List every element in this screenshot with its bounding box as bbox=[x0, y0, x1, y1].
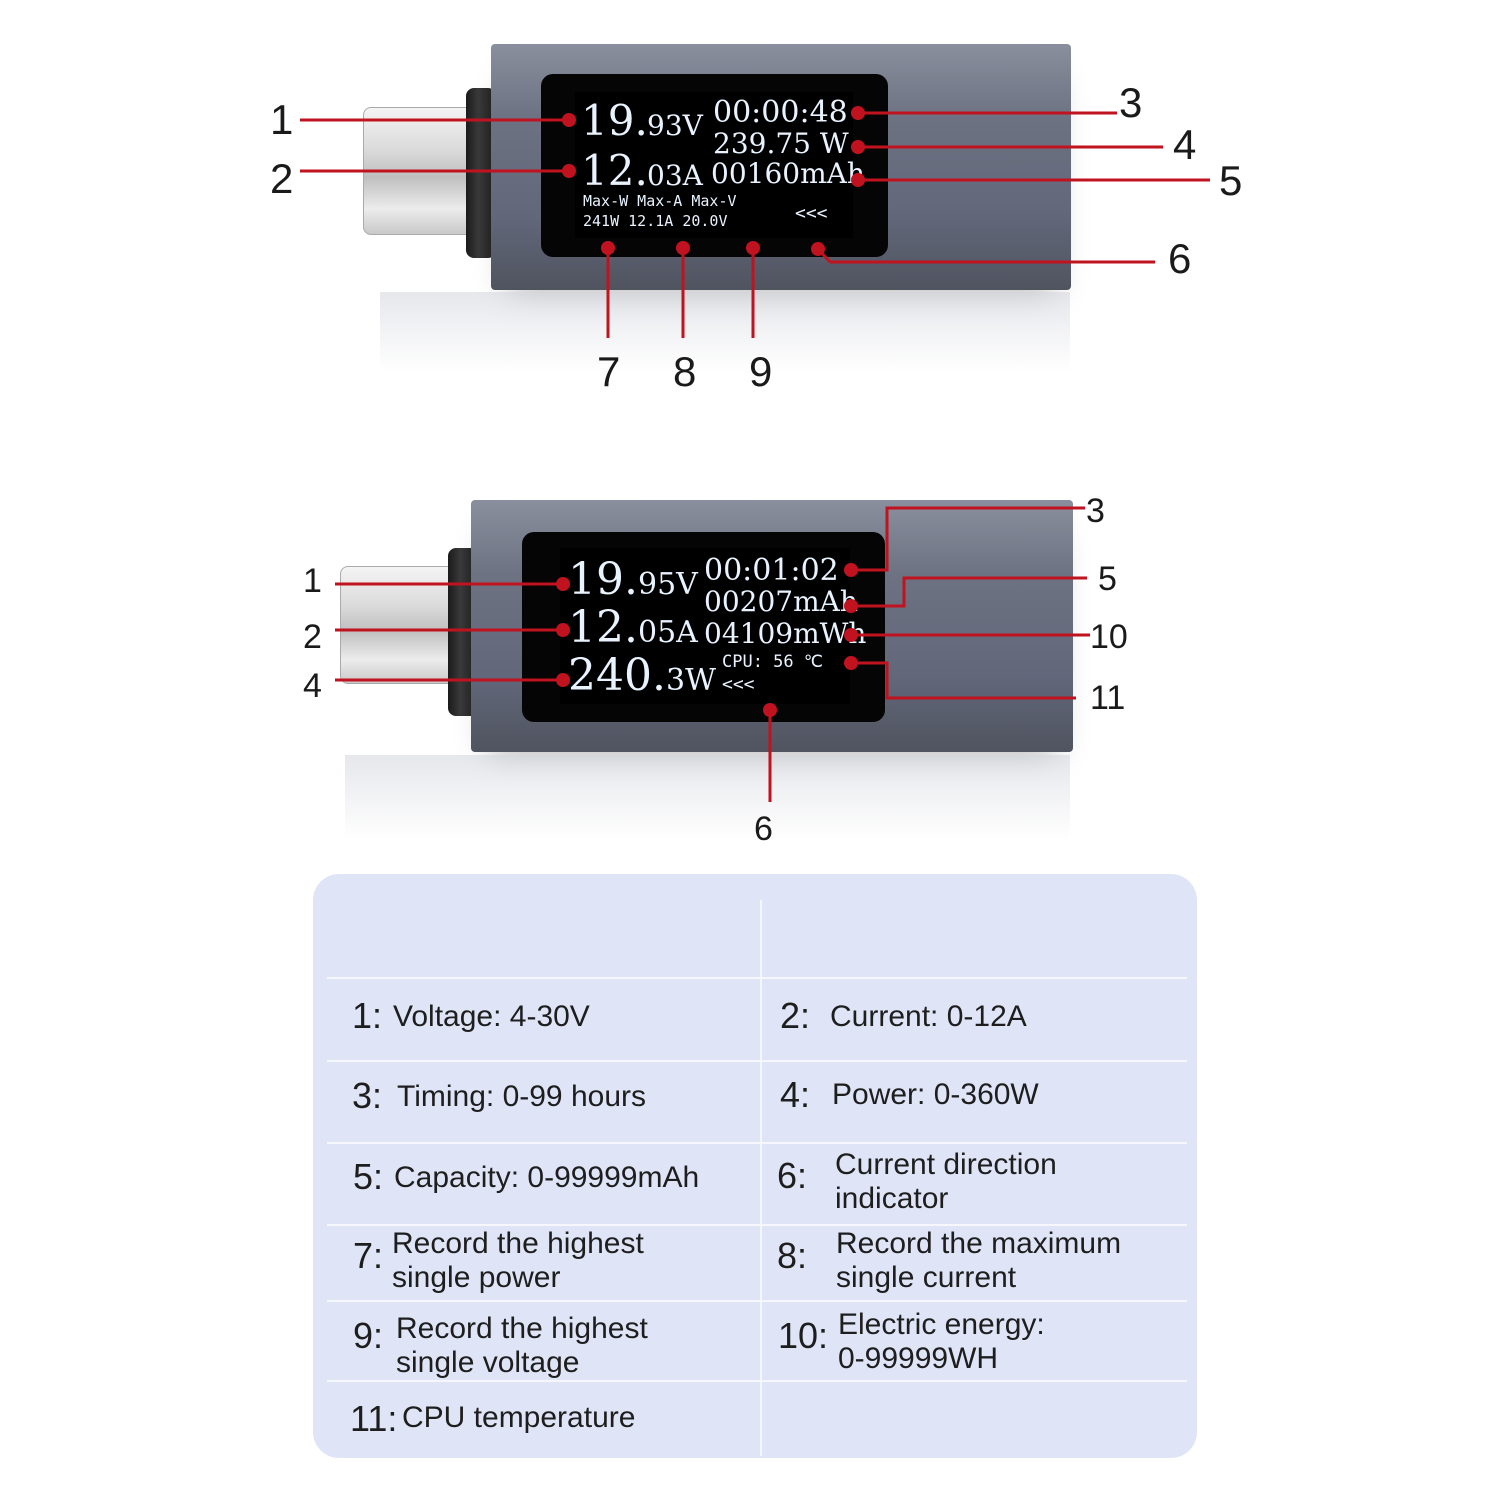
voltage-int: 19. bbox=[568, 554, 638, 605]
housing-reflection bbox=[345, 755, 1070, 840]
callout-number: 7 bbox=[597, 348, 621, 395]
spec-text: Capacity: 0-99999mAh bbox=[394, 1161, 700, 1194]
spec-text: single voltage bbox=[396, 1346, 580, 1379]
max-labels: Max-W Max-A Max-V bbox=[583, 192, 737, 210]
spec-text: Record the highest bbox=[396, 1312, 648, 1345]
current-int: 12. bbox=[568, 602, 638, 653]
voltage-dec: 93V bbox=[647, 109, 703, 142]
callout-number: 2 bbox=[303, 618, 322, 656]
callout-number: 10 bbox=[1090, 618, 1128, 656]
spec-index: 7: bbox=[353, 1235, 384, 1276]
callout-lines bbox=[300, 106, 1210, 802]
spec-index: 1: bbox=[352, 995, 383, 1036]
power-int: 240. bbox=[568, 650, 666, 701]
timer-readout: 00:01:02 bbox=[704, 553, 839, 588]
spec-index: 8: bbox=[777, 1235, 808, 1276]
spec-index: 4: bbox=[780, 1074, 811, 1115]
usb-c-plug bbox=[340, 566, 462, 684]
voltage-int: 19. bbox=[581, 96, 648, 145]
spec-text: single power bbox=[392, 1261, 561, 1294]
callout-number: 6 bbox=[754, 810, 773, 848]
callout-number: 4 bbox=[1173, 121, 1197, 168]
row-divider bbox=[327, 1060, 1187, 1062]
callout-number: 5 bbox=[1098, 560, 1117, 598]
lcd-screen: 19. 93V 00:00:48 239.75 W 12. 03A 00160m… bbox=[575, 92, 865, 238]
callout-number: 3 bbox=[1119, 79, 1143, 126]
callout-number: 6 bbox=[1168, 235, 1192, 282]
spec-text: Electric energy: bbox=[838, 1308, 1045, 1341]
current-dec: 05A bbox=[638, 615, 698, 650]
spec-text: Timing: 0-99 hours bbox=[397, 1080, 646, 1113]
spec-text: single current bbox=[836, 1261, 1017, 1294]
capacity-readout: 00160mAh bbox=[711, 157, 865, 190]
spec-index: 5: bbox=[353, 1156, 384, 1197]
spec-text: Current direction bbox=[835, 1148, 1057, 1181]
spec-text: Record the highest bbox=[392, 1227, 644, 1260]
column-divider bbox=[760, 900, 762, 1456]
power-dec: 3W bbox=[666, 663, 716, 698]
spec-index: 9: bbox=[353, 1315, 384, 1356]
spec-index: 2: bbox=[780, 995, 811, 1036]
direction-indicator: <<< bbox=[795, 203, 828, 224]
max-values: 241W 12.1A 20.0V bbox=[583, 212, 728, 230]
callout-number: 2 bbox=[270, 155, 294, 202]
spec-index: 6: bbox=[777, 1155, 808, 1196]
callout-number: 8 bbox=[673, 348, 697, 395]
callout-number: 11 bbox=[1090, 679, 1126, 717]
row-divider bbox=[327, 1224, 1187, 1226]
spec-index: 11: bbox=[350, 1398, 398, 1439]
timer-readout: 00:00:48 bbox=[713, 95, 848, 130]
callout-number: 9 bbox=[749, 348, 773, 395]
row-divider bbox=[327, 1300, 1187, 1302]
spec-text: CPU temperature bbox=[402, 1401, 636, 1434]
housing-reflection bbox=[380, 292, 1070, 372]
callout-number: 1 bbox=[303, 562, 322, 600]
current-int: 12. bbox=[581, 146, 648, 195]
capacity-readout: 00207mAh bbox=[704, 585, 858, 618]
power-readout: 239.75 W bbox=[713, 127, 849, 160]
row-divider bbox=[327, 977, 1187, 979]
spec-text: Voltage: 4-30V bbox=[393, 1000, 590, 1033]
spec-index: 3: bbox=[352, 1075, 383, 1116]
lcd-screen: 19. 95V 12. 05A 240. 3W 00:01:02 00207mA… bbox=[560, 548, 866, 704]
row-divider bbox=[327, 1380, 1187, 1382]
direction-indicator: <<< bbox=[722, 674, 755, 695]
spec-text: Power: 0-360W bbox=[832, 1078, 1039, 1111]
callout-number: 1 bbox=[270, 96, 294, 143]
spec-index: 10: bbox=[778, 1315, 829, 1356]
callout-number: 4 bbox=[303, 667, 322, 705]
spec-text: Current: 0-12A bbox=[830, 1000, 1027, 1033]
spec-table bbox=[313, 874, 1197, 1458]
callout-number: 5 bbox=[1219, 157, 1243, 204]
voltage-dec: 95V bbox=[638, 567, 698, 602]
current-dec: 03A bbox=[647, 159, 703, 192]
spec-text: 0-99999WH bbox=[838, 1342, 999, 1375]
spec-text: Record the maximum bbox=[836, 1227, 1122, 1260]
cpu-temp-readout: CPU: 56 ℃ bbox=[722, 652, 823, 672]
spec-text: indicator bbox=[835, 1182, 949, 1215]
callout-number: 3 bbox=[1086, 492, 1105, 530]
row-divider bbox=[327, 1142, 1187, 1144]
energy-readout: 04109mWh bbox=[704, 617, 867, 650]
